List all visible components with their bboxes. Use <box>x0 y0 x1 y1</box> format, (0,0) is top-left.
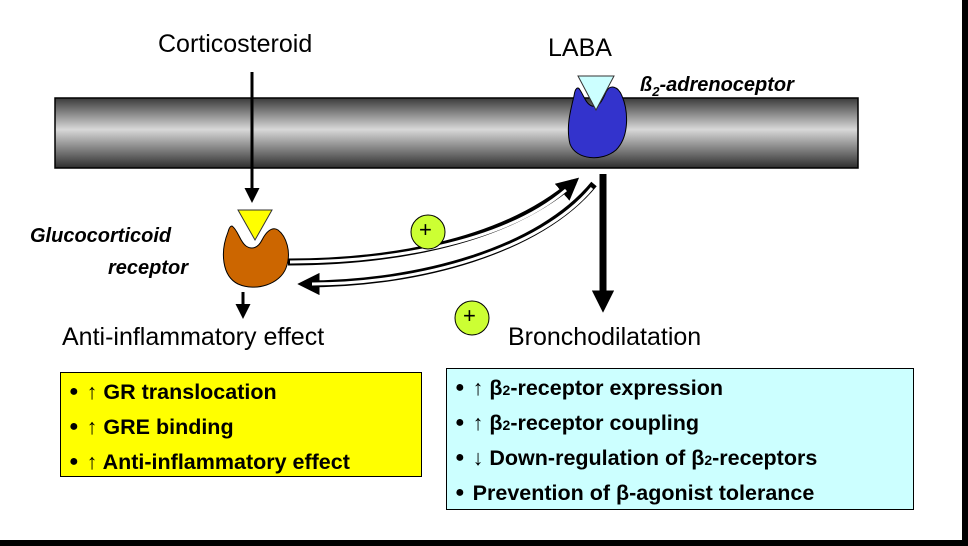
list-item: ●↑ Anti-inflammatory effect <box>69 450 350 474</box>
anti-inflammatory-effects-box: ●↑ GR translocation ●↑ GRE binding ●↑ An… <box>60 372 422 477</box>
list-item: ●Prevention of β-agonist tolerance <box>455 481 815 505</box>
anti-inflammatory-heading: Anti-inflammatory effect <box>62 323 325 351</box>
corticosteroid-label: Corticosteroid <box>158 30 313 58</box>
beta2-receptor-shape <box>567 86 627 159</box>
beta2-adrenoceptor-label: ß2-adrenoceptor <box>640 74 794 99</box>
beta-to-gr-arrow-fill <box>311 187 594 286</box>
plus-sign-upper: + <box>419 217 432 242</box>
list-item: ●↑ GRE binding <box>69 415 234 439</box>
bronchodilatation-heading: Bronchodilatation <box>508 323 702 351</box>
plus-circle-upper <box>410 214 446 250</box>
plus-sign-lower: + <box>463 303 476 328</box>
laba-label: LABA <box>548 34 612 62</box>
cell-membrane <box>54 97 859 169</box>
gr-receptor-shape <box>222 225 289 288</box>
list-item: ●↑ GR translocation <box>69 380 277 404</box>
plus-circle-lower <box>454 300 490 336</box>
beta-symbol: ß <box>640 74 653 96</box>
adrenoceptor-text: -adrenoceptor <box>659 74 794 96</box>
laba-ligand-shape <box>577 75 615 112</box>
cortico-ligand-shape <box>237 209 273 242</box>
receptor-label: receptor <box>108 257 189 279</box>
glucocorticoid-label: Glucocorticoid <box>30 225 172 247</box>
beta-subscript: 2 <box>652 84 660 99</box>
